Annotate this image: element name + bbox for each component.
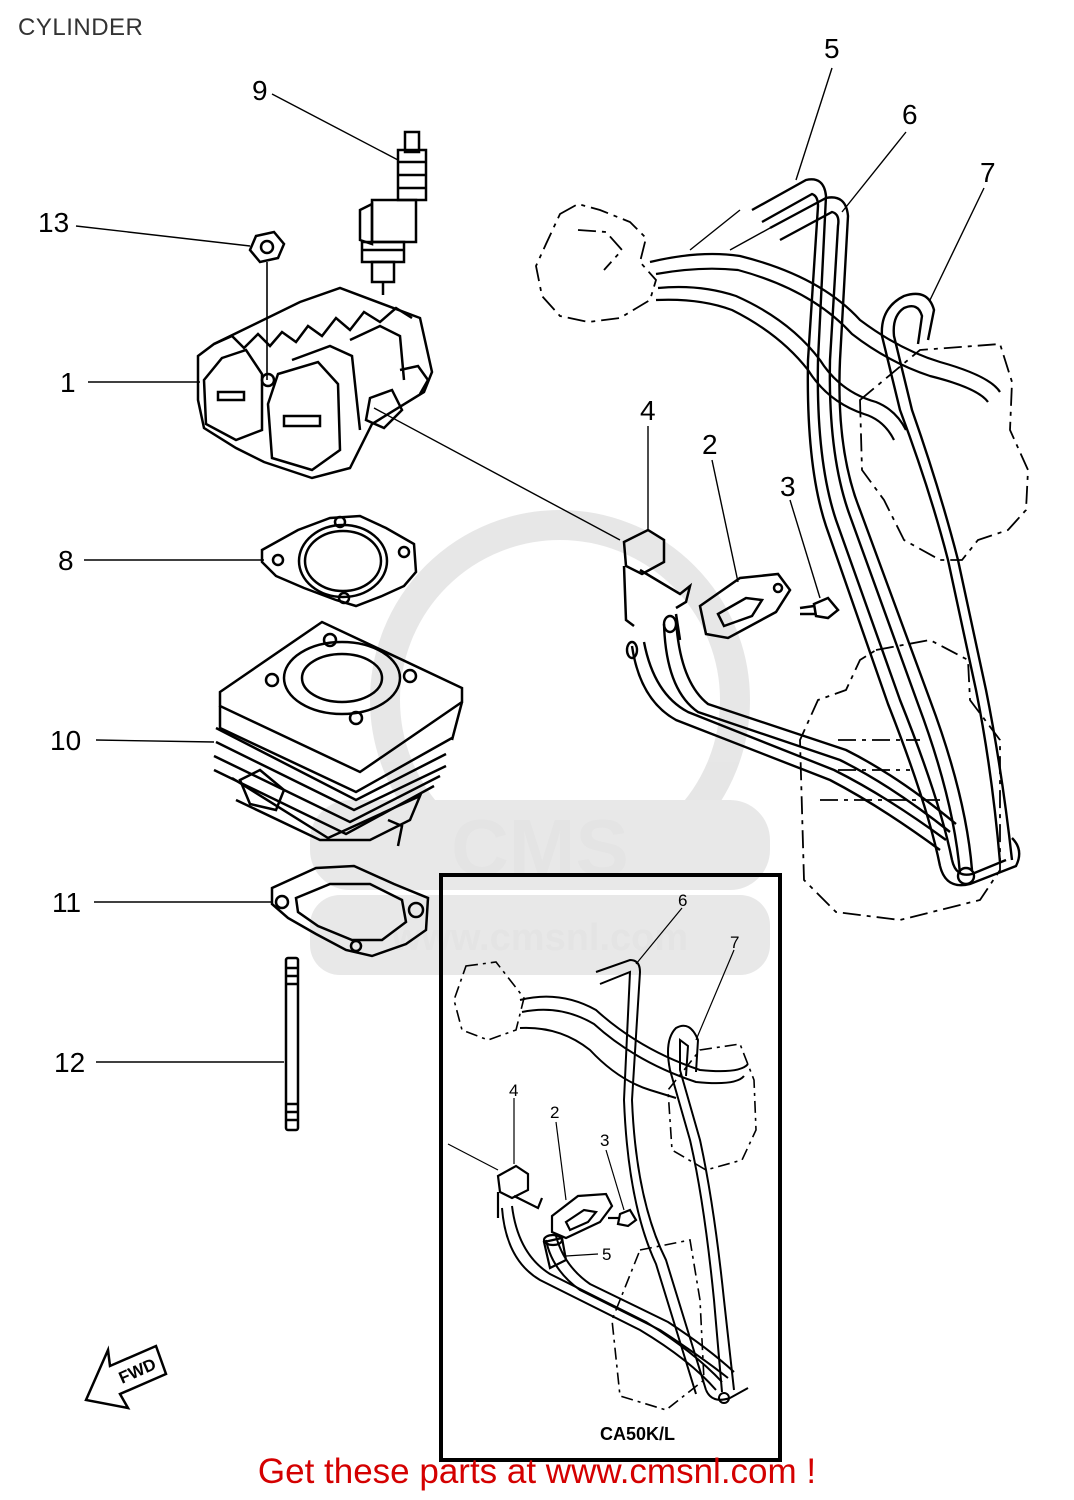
- main-callouts: 9 13 1 8 10 11 12 5 6 7 4 2 3: [38, 33, 996, 1078]
- callout-13: 13: [38, 207, 69, 238]
- inset-callout-2: 2: [550, 1103, 559, 1122]
- callout-10: 10: [50, 725, 81, 756]
- callout-11: 11: [52, 887, 81, 918]
- inset-gasket: [550, 1192, 614, 1240]
- callout-2: 2: [702, 429, 718, 460]
- leader-lines: [75, 67, 985, 1063]
- inset-leader-lines: [447, 907, 735, 1257]
- callout-4: 4: [640, 395, 656, 426]
- inset-hose-5: [542, 1233, 568, 1270]
- inset-callout-6: 6: [678, 891, 687, 910]
- inset-hoses: [501, 958, 749, 1404]
- fwd-arrow: FWD: [84, 1344, 168, 1410]
- watermark-badge: [310, 800, 770, 890]
- oil-pipe: [625, 614, 957, 851]
- inset-outlines: [453, 961, 757, 1411]
- callout-3: 3: [780, 471, 796, 502]
- watermark-url: www.cmsnl.com: [391, 917, 688, 959]
- callout-7: 7: [980, 157, 996, 188]
- callout-5: 5: [824, 33, 840, 64]
- callout-12: 12: [54, 1047, 85, 1078]
- callout-9: 9: [252, 75, 268, 106]
- inset-callout-3: 3: [600, 1131, 609, 1150]
- inset-callouts: 6 7 4 2 3 5: [509, 891, 739, 1264]
- hose-7: [880, 292, 1014, 863]
- page-title: CYLINDER: [18, 14, 144, 41]
- base-gasket: [270, 864, 430, 958]
- footer-link[interactable]: Get these parts at www.cmsnl.com !: [257, 1452, 817, 1491]
- inset-callout-4: 4: [509, 1081, 518, 1100]
- stud-bolt: [284, 956, 300, 1132]
- watermark: CMS www.cmsnl.com: [310, 510, 770, 975]
- cylinder-head: [196, 286, 434, 480]
- inset-callout-7: 7: [730, 933, 739, 952]
- head-gasket: [260, 514, 418, 608]
- callout-1: 1: [60, 367, 76, 398]
- pump-screw: [799, 596, 840, 620]
- carburetor-outline: [535, 203, 658, 323]
- hose-6: [769, 196, 974, 875]
- watermark-url-badge: [310, 895, 770, 975]
- callout-6: 6: [902, 99, 918, 130]
- inset-box: 6 7 4 2 3 5 CA50K/L: [439, 873, 782, 1462]
- spark-plug: [358, 130, 428, 295]
- callout-8: 8: [58, 545, 74, 576]
- cylinder-head-nut: [248, 230, 286, 380]
- carburetor-feed-lines: [649, 252, 1001, 441]
- watermark-brand: CMS: [451, 803, 629, 892]
- inset-model-label: CA50K/L: [600, 1424, 675, 1444]
- hose-junction: [938, 837, 1021, 887]
- hose-5: [751, 178, 954, 867]
- oil-tank-outline: [799, 343, 1029, 921]
- inset-screw: [608, 1208, 638, 1228]
- inset-fitting: [496, 1164, 544, 1218]
- pump-gasket: [698, 572, 792, 640]
- inset-callout-5: 5: [602, 1245, 611, 1264]
- cylinder: [213, 620, 464, 847]
